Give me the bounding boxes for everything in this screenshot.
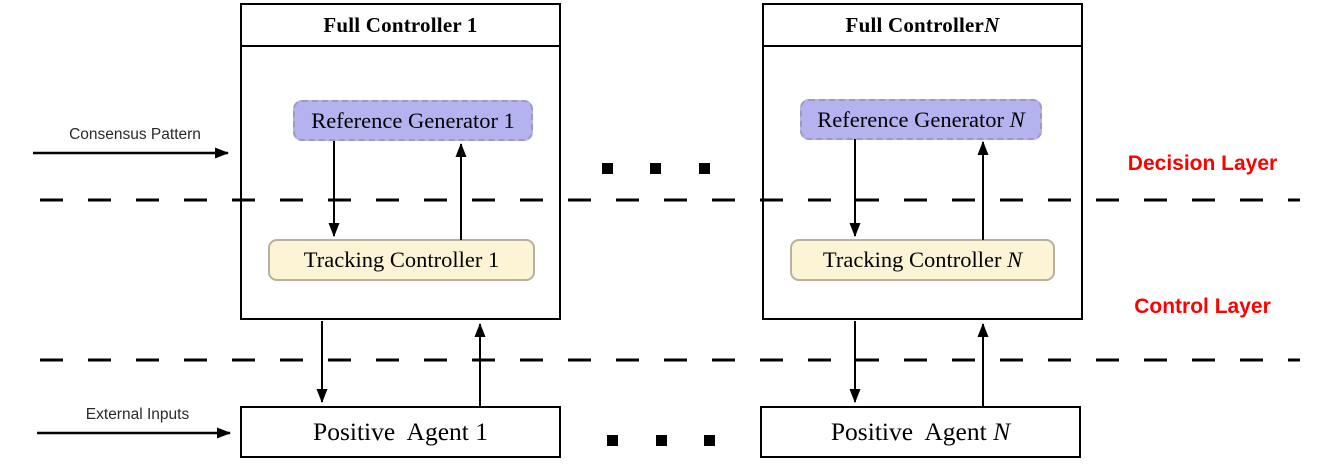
positive-agent-n-label: Positive Agent [830,417,994,446]
dot-icon [704,435,715,446]
positive-agent-n-box: Positive Agent N [760,406,1081,458]
reference-generator-1-box: Reference Generator 1 [293,100,533,141]
reference-generator-1-label: Reference Generator 1 [311,107,515,133]
positive-agent-1-label: Positive Agent 1 [313,417,488,446]
dot-icon [699,163,710,174]
dot-icon [602,163,613,174]
external-inputs-label: External Inputs [85,406,190,423]
control-layer-label: Control Layer [1134,295,1271,318]
tracking-controller-n-label: Tracking Controller [822,247,1008,272]
tracking-controller-n-box: Tracking Controller N [790,239,1055,281]
tracking-controller-n-index: N [1007,247,1023,272]
positive-agent-n-index: N [993,417,1011,446]
full-controller-n-index: N [984,12,1000,37]
full-controller-1-title: Full Controller 1 [242,5,559,47]
dot-icon [607,435,618,446]
full-controller-n-title: Full Controller N [764,5,1081,47]
dot-icon [656,435,667,446]
full-controller-n-title-text: Full Controller [845,12,985,37]
reference-generator-n-label: Reference Generator [817,106,1010,132]
decision-layer-label: Decision Layer [1127,152,1278,175]
consensus-pattern-label: Consensus Pattern [69,126,201,143]
tracking-controller-1-box: Tracking Controller 1 [268,239,535,281]
dot-icon [650,163,661,174]
positive-agent-1-box: Positive Agent 1 [240,406,561,458]
reference-generator-n-index: N [1009,106,1025,132]
reference-generator-n-box: Reference Generator N [800,99,1042,140]
tracking-controller-1-label: Tracking Controller 1 [303,247,500,272]
